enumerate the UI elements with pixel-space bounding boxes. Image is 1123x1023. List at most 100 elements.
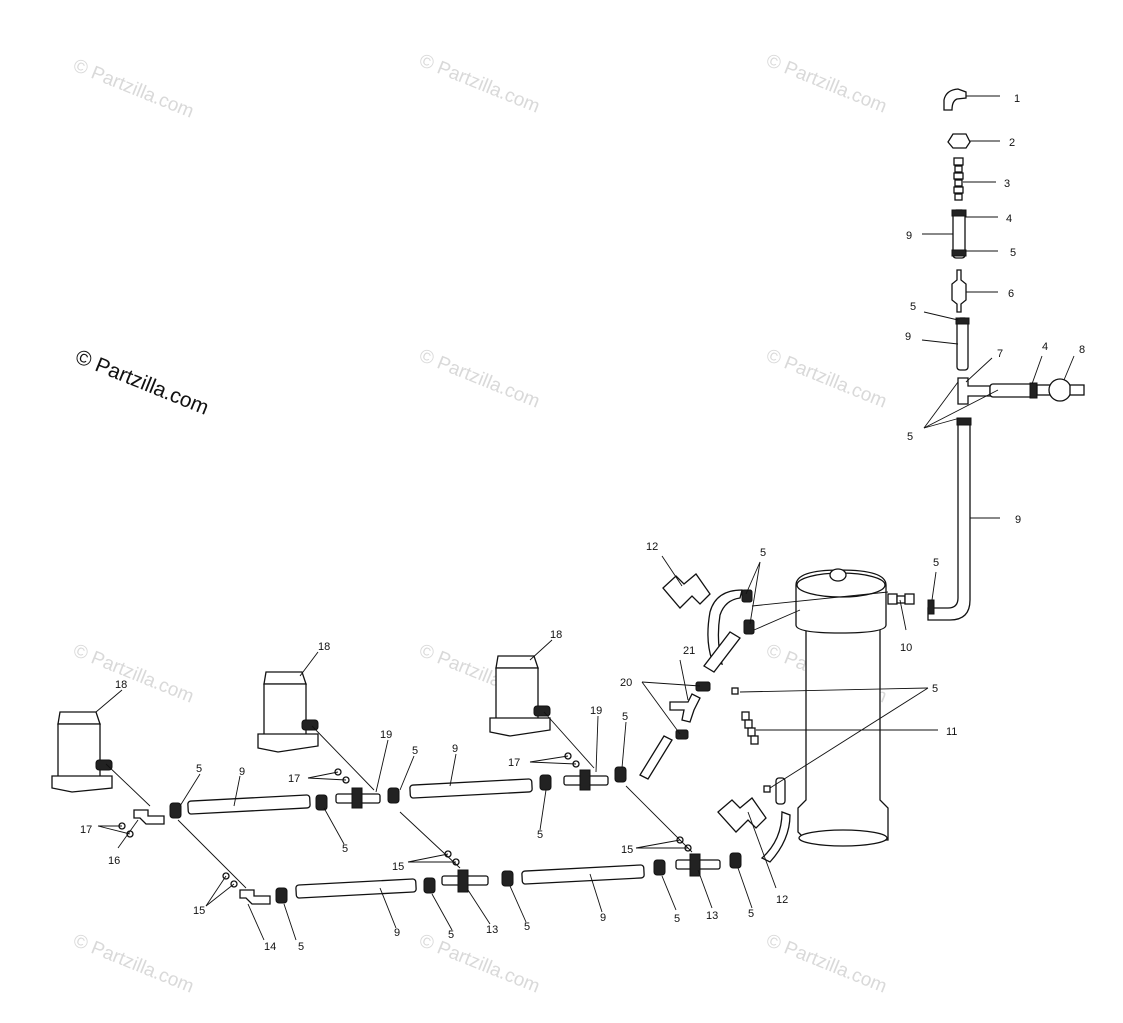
- callout-5: 5: [910, 301, 916, 313]
- top-fitting-assembly: [887, 88, 1085, 621]
- callout-5: 5: [907, 431, 913, 443]
- hose-part: [760, 811, 791, 863]
- pump-part: [489, 655, 551, 737]
- callout-5: 5: [537, 829, 543, 841]
- callout-4: 4: [1042, 341, 1048, 353]
- elbow-cap-part: [943, 88, 967, 111]
- hose-clip-part: [662, 573, 711, 609]
- watermark: © Partzilla.com: [70, 930, 197, 997]
- tee-fitting-part: [563, 769, 609, 791]
- leader-lines: [95, 95, 1075, 941]
- clamp-part: [169, 802, 182, 819]
- watermark: © Partzilla.com: [416, 50, 543, 117]
- barb-fitting-part: [741, 711, 759, 745]
- callout-18: 18: [115, 679, 127, 691]
- callout-17: 17: [288, 773, 300, 785]
- callout-19: 19: [380, 729, 392, 741]
- watermark: © Partzilla.com: [763, 345, 890, 412]
- clamp-part: [501, 870, 514, 887]
- tank-cap-part: [829, 568, 847, 582]
- elbow-fitting-part: [133, 809, 165, 825]
- callout-13: 13: [706, 910, 718, 922]
- callout-17: 17: [80, 824, 92, 836]
- watermark: © Partzilla.com: [416, 345, 543, 412]
- tank-base-part: [798, 829, 888, 847]
- callout-5: 5: [932, 683, 938, 695]
- filter-part: [951, 269, 967, 313]
- callout-12: 12: [776, 894, 788, 906]
- callout-15: 15: [392, 861, 404, 873]
- hose-part: [703, 631, 741, 673]
- callout-5: 5: [342, 843, 348, 855]
- callout-9: 9: [452, 743, 458, 755]
- callout-19: 19: [590, 705, 602, 717]
- callout-21: 21: [683, 645, 695, 657]
- tee-fitting-part: [441, 869, 489, 893]
- callout-2: 2: [1009, 137, 1015, 149]
- hose-part: [295, 878, 417, 899]
- hose-part: [187, 794, 311, 815]
- callout-9: 9: [905, 331, 911, 343]
- callout-14: 14: [264, 941, 276, 953]
- hose-part: [707, 589, 743, 666]
- callout-10: 10: [900, 642, 912, 654]
- clamp-part: [955, 317, 970, 325]
- clamp-part: [315, 794, 328, 811]
- assembly-guide-lines: [105, 591, 889, 889]
- clamp-part: [275, 887, 288, 904]
- clamp-part: [741, 589, 753, 603]
- clamp-part: [1029, 382, 1038, 399]
- clamp-part: [695, 681, 711, 692]
- callout-4: 4: [1006, 213, 1012, 225]
- callout-5: 5: [933, 557, 939, 569]
- hose-part: [775, 777, 786, 805]
- watermark: © Partzilla.com: [763, 930, 890, 997]
- tee-fitting-part: [957, 377, 991, 405]
- callout-5: 5: [196, 763, 202, 775]
- callout-7: 7: [997, 348, 1003, 360]
- clamp-part: [539, 774, 552, 791]
- callout-3: 3: [1004, 178, 1010, 190]
- main-watermark: © Partzilla.com: [72, 345, 212, 419]
- hose-clip-part: [717, 797, 767, 833]
- callout-18: 18: [550, 629, 562, 641]
- watermark: © Partzilla.com: [416, 930, 543, 997]
- clamp-part: [743, 619, 755, 635]
- callout-5: 5: [412, 745, 418, 757]
- callout-5: 5: [524, 921, 530, 933]
- pump-part: [51, 711, 113, 793]
- tee-fitting-part: [335, 787, 381, 809]
- callout-5: 5: [674, 913, 680, 925]
- clamp-part: [387, 787, 400, 804]
- tank-assembly: [795, 568, 889, 847]
- clamp-part: [763, 785, 771, 793]
- clamp-part: [653, 859, 666, 876]
- callout-11: 11: [946, 726, 957, 738]
- callout-9: 9: [906, 230, 912, 242]
- clamp-part: [729, 852, 742, 869]
- clamp-part: [423, 877, 436, 894]
- callout-1: 1: [1014, 93, 1020, 105]
- check-valve-part: [1036, 378, 1085, 402]
- hose-part: [409, 778, 533, 799]
- callout-16: 16: [108, 855, 120, 867]
- callout-9: 9: [600, 912, 606, 924]
- callout-18: 18: [318, 641, 330, 653]
- clamp-part: [614, 766, 627, 783]
- clamp-part: [731, 687, 739, 695]
- callout-5: 5: [622, 711, 628, 723]
- watermark: © Partzilla.com: [70, 55, 197, 122]
- callout-13: 13: [486, 924, 498, 936]
- clamp-part: [947, 133, 971, 149]
- watermark: © Partzilla.com: [70, 640, 197, 707]
- clamp-part: [951, 249, 967, 257]
- callout-labels: 1 2 3 4 9 5 6 5 9 7 4 8 5 9 5 10 12 5 21…: [80, 93, 1085, 953]
- watermark: © Partzilla.com: [763, 50, 890, 117]
- callout-5: 5: [448, 929, 454, 941]
- callout-8: 8: [1079, 344, 1085, 356]
- long-hose-part: [927, 419, 971, 621]
- callout-9: 9: [1015, 514, 1021, 526]
- hose-part: [956, 317, 969, 371]
- callout-6: 6: [1008, 288, 1014, 300]
